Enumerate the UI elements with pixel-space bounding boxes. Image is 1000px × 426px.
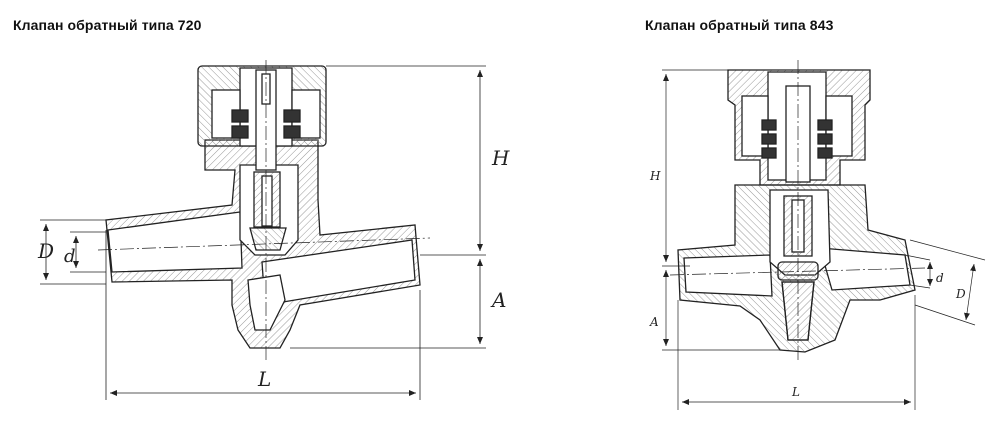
valve-843-dim-H: H — [649, 169, 661, 183]
valve-843-dim-A: A — [649, 315, 659, 329]
valve-843-title: Клапан обратный типа 843 — [645, 17, 834, 33]
valve-720-dim-A: A — [490, 288, 506, 312]
valve-843-dim-L: L — [791, 385, 800, 399]
valve-720-dim-D: D — [37, 239, 54, 263]
valve-843-dimensions — [662, 69, 986, 410]
valve-720-inlet-bore — [107, 211, 243, 273]
valve-843-drawing — [669, 60, 926, 362]
valve-843-dim-D: D — [955, 287, 966, 301]
valve-720-drawing — [97, 60, 431, 360]
valve-720-dimensions — [40, 65, 486, 400]
valve-720-dim-d: d — [64, 246, 76, 267]
valve-720-title: Клапан обратный типа 720 — [13, 17, 202, 33]
valve-843-dim-d: d — [936, 271, 944, 285]
valve-720-dim-H: H — [491, 146, 510, 170]
valve-720-pocket — [247, 274, 286, 331]
valve-720-dim-L: L — [257, 367, 271, 391]
valve-720-disc — [249, 227, 287, 251]
